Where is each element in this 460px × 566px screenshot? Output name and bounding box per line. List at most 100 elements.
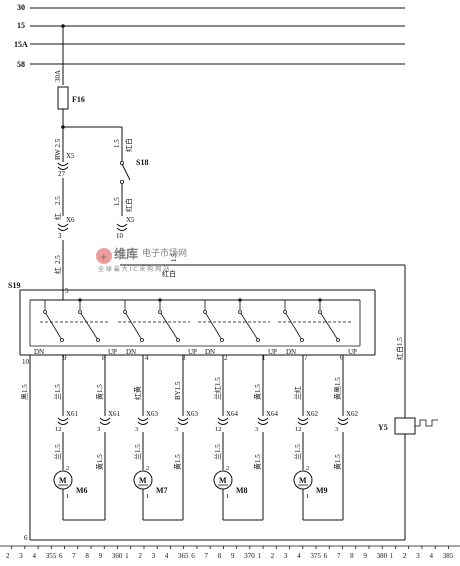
wire-color-red-b: 红 (53, 267, 62, 274)
motor-wire-right-label: 黄1.5 (253, 384, 262, 400)
fuse-label: F16 (72, 95, 85, 104)
fuse-rating: 30A (54, 70, 62, 82)
wire-to-s19-color: 红白 (162, 269, 176, 278)
ruler-number: 8 (350, 552, 354, 560)
wire-y5-label: 红白1.5 (395, 337, 404, 360)
ruler-number: 360 (112, 552, 123, 560)
connector-arc (177, 417, 189, 421)
connector-pin: 3 (135, 426, 138, 433)
connector-label: X62 (346, 410, 359, 418)
terminal-label: UP (268, 348, 277, 356)
motor-lead-right-label: 黄1.5 (253, 454, 262, 470)
motor-letter: M (299, 476, 307, 485)
watermark-brand: 维库 (114, 246, 138, 261)
ruler-number: 6 (324, 552, 328, 560)
connector-x6-label: X6 (66, 216, 75, 224)
main-wire-spec: RW 2.5 (54, 138, 62, 160)
ruler-number: 385 (443, 552, 454, 560)
fuse-f16 (57, 86, 69, 110)
motor-pin-label: 2 (146, 465, 149, 472)
motor-branch-m9: 兰红黄黑1.5X6212X623兰1.5黄1.52MM91 (293, 355, 359, 521)
connector-arc (257, 417, 269, 421)
bus-lines: 30 15 15A 58 (14, 3, 405, 69)
connector-label: X62 (306, 410, 319, 418)
s19-switch-group-3 (198, 310, 270, 342)
terminal-label: 2 (224, 354, 228, 362)
connector-arc (337, 421, 349, 425)
motor-lead-left-label: 兰1.5 (133, 444, 142, 460)
connector-arc (99, 417, 111, 421)
ruler-number: 7 (72, 552, 76, 560)
motor-wire-left-label: 兰红 (293, 386, 302, 400)
ruler-number: 9 (99, 552, 103, 560)
motor-lead-right-label: 黄1.5 (95, 454, 104, 470)
ruler-number: 2 (403, 552, 407, 560)
connector-arc (137, 421, 149, 425)
motor-wire-right-label: 黄黑1.5 (333, 377, 342, 400)
connector-x6-bot (57, 227, 69, 231)
s19-blade (204, 311, 223, 341)
s19-pin-5: 5 (65, 287, 69, 295)
valve-y5-symbol (415, 419, 438, 427)
switch-s19: S19 5 (8, 281, 376, 356)
terminal-label: DN (34, 348, 44, 356)
motor-id: M7 (156, 486, 168, 495)
motor-lead-left-label: 兰1.5 (213, 444, 222, 460)
terminal-label: 8 (102, 354, 106, 362)
terminal-label: DN (205, 348, 215, 356)
terminal-label: UP (188, 348, 197, 356)
connector-arc (217, 417, 229, 421)
s18-connector-bot (116, 227, 128, 231)
connector-pin: 3 (97, 426, 100, 433)
ruler-number: 365 (178, 552, 189, 560)
ruler-number: 2 (6, 552, 10, 560)
ruler-number: 9 (231, 552, 235, 560)
motor-pin-label: 1 (146, 493, 149, 500)
connector-x6-top (57, 223, 69, 227)
s19-blade (239, 311, 259, 341)
connector-label: X64 (226, 410, 239, 418)
motor-wire-left-label: 兰1.5 (53, 384, 62, 400)
motor-letter: M (219, 476, 227, 485)
motor-wire-left-label: 红黄 (133, 386, 142, 400)
terminal-label: 1 (262, 354, 266, 362)
motor-pin-label: 1 (306, 493, 309, 500)
connector-x5-top (57, 162, 69, 166)
motor-wire-left-label: 兰红1.5 (213, 377, 222, 400)
motor-pin-label: 1 (226, 493, 229, 500)
valve-y5-coil (394, 417, 416, 435)
ruler-number: 4 (297, 552, 301, 560)
connector-pin: 3 (175, 426, 178, 433)
ruler-number: 3 (152, 552, 156, 560)
valve-y5: Y5 (378, 417, 438, 540)
ruler-number: 380 (377, 552, 388, 560)
ruler-number: 6 (59, 552, 63, 560)
wire-to-s19-size: 1.5 (170, 253, 178, 262)
s19-blade (124, 311, 143, 341)
connector-label: X61 (108, 410, 121, 418)
s18-blade (121, 163, 131, 181)
terminal-label: UP (108, 348, 117, 356)
terminal-label: UP (348, 348, 357, 356)
terminal-label: 10 (22, 358, 30, 366)
s19-blade (284, 311, 303, 341)
connector-arc (57, 417, 69, 421)
s19-blade (79, 311, 99, 341)
motor-lead-left-label: 兰1.5 (53, 444, 62, 460)
motor-id: M8 (236, 486, 248, 495)
connector-label: X64 (266, 410, 279, 418)
motor-pin-label: 2 (306, 465, 309, 472)
connector-label: X63 (186, 410, 199, 418)
bus-label-58: 58 (17, 60, 25, 69)
wire-size-2-5-b: 2.5 (54, 255, 62, 264)
ruler-number: 1 (125, 552, 129, 560)
switch-s18: 1.5 红白 S18 1.5 红白 X5 10 (113, 127, 148, 240)
ruler-number: 3 (284, 552, 288, 560)
motor-pin-label: 2 (226, 465, 229, 472)
s19-switch-group-1 (40, 310, 110, 342)
terminal-label: DN (286, 348, 296, 356)
pin-6-bottom: 6 (24, 534, 28, 542)
terminal-label: 4 (145, 354, 149, 362)
